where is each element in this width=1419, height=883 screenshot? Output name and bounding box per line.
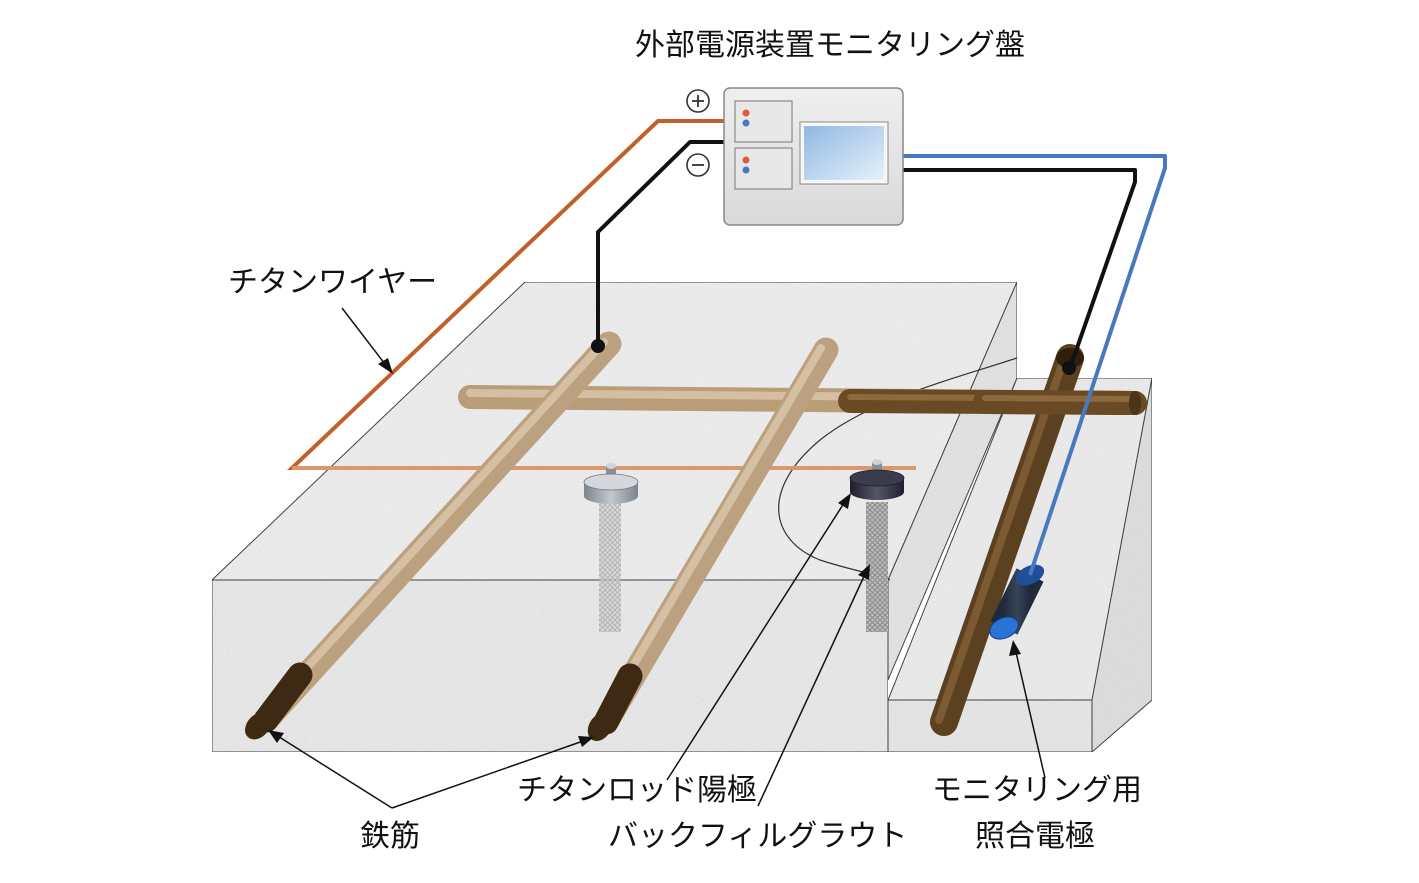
label-monitoring-panel: 外部電源装置モニタリング盤 (635, 28, 1025, 63)
transverse-rebar-front (973, 390, 1147, 415)
reference-electrode (989, 564, 1045, 640)
titanium-rod-anode-right (849, 459, 905, 632)
leader-rebar-2 (391, 739, 587, 809)
leader-titanium-wire (341, 307, 389, 369)
leader-rebar-1 (275, 734, 393, 809)
rebar-1 (245, 331, 622, 740)
repair-zone-side (1091, 377, 1153, 754)
monitoring-panel (723, 87, 904, 226)
negative-terminal-icon: ⊖ (686, 153, 710, 177)
leader-backfill (757, 571, 867, 807)
label-titanium-rod-anode: チタンロッド陽極 (517, 773, 757, 808)
label-rebar: 鉄筋 (360, 819, 420, 854)
titanium-rod-anode-left (583, 463, 639, 632)
repair-zone-front (887, 699, 1093, 753)
reference-cable (903, 154, 1167, 576)
slab-step-wall (887, 281, 1018, 681)
negative-cable (591, 140, 724, 353)
positive-terminal-icon: ⊕ (686, 89, 710, 113)
label-titanium-wire: チタンワイヤー (228, 265, 437, 300)
rebar-monitor-cable (903, 168, 1137, 375)
rebar-2 (587, 337, 839, 741)
backfill-boundary (778, 357, 1018, 581)
titanium-wire (286, 119, 916, 470)
leader-anode (666, 499, 847, 781)
leader-reference-electrode (1014, 647, 1046, 779)
label-reference-electrode-line2: 照合電極 (975, 819, 1095, 854)
label-reference-electrode-line1: モニタリング用 (932, 773, 1142, 808)
label-backfill-grout: バックフィルグラウト (608, 819, 907, 854)
leader-lines (268, 307, 1046, 809)
